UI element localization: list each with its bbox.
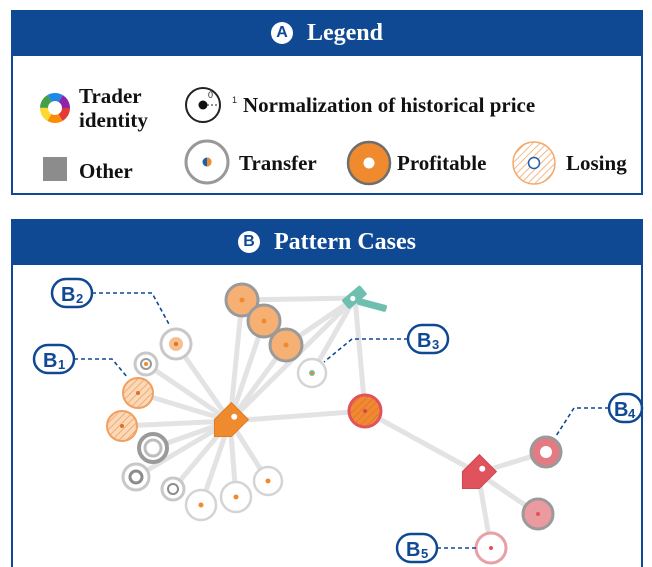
callout-b1: B 1	[32, 343, 76, 375]
legend-panel: Trader identity Other 0 1 Normalization …	[11, 56, 643, 195]
callout-b4: B 4	[607, 392, 644, 424]
profitable-label: Profitable	[397, 151, 487, 175]
callout-b3-letter: B	[417, 330, 431, 352]
callout-b4-number: 4	[628, 406, 636, 421]
profitable-icon	[346, 140, 392, 186]
cases-badge: B	[238, 231, 261, 253]
callout-b5-letter: B	[406, 539, 420, 561]
color-wheel-icon	[40, 93, 70, 123]
callout-b4-letter: B	[614, 399, 628, 421]
teal-trader-hammer-icon	[342, 285, 388, 312]
legend-badge: A	[270, 22, 293, 44]
cases-banner: B Pattern Cases	[11, 219, 643, 265]
callout-leaders	[74, 292, 609, 549]
trader-identity-label: Trader identity	[79, 84, 148, 132]
normalization-icon: 0 1	[185, 87, 237, 123]
transfer-label: Transfer	[239, 151, 317, 175]
other-label: Other	[79, 159, 133, 183]
normalization-min: 0	[208, 90, 213, 100]
callout-b5: B 5	[395, 532, 439, 564]
pattern-cases-panel	[11, 265, 643, 567]
normalization-label: Normalization of historical price	[243, 93, 536, 117]
transfer-icon	[184, 139, 230, 185]
normalization-max: 1	[232, 95, 237, 105]
trader-identity-line2: identity	[79, 108, 148, 132]
losing-label: Losing	[566, 151, 627, 175]
red-trader-tag-icon	[461, 453, 498, 490]
callout-b2-letter: B	[61, 284, 75, 306]
profitable-nodes	[224, 282, 304, 363]
callout-b3: B 3	[406, 323, 450, 355]
callout-b5-number: 5	[421, 546, 428, 561]
callout-b3-number: 3	[432, 337, 439, 352]
cases-title: Pattern Cases	[274, 228, 416, 255]
losing-icon	[512, 141, 556, 185]
callout-b1-number: 1	[58, 357, 65, 372]
callout-b2-number: 2	[76, 291, 83, 306]
trader-identity-line1: Trader	[79, 84, 142, 108]
callout-b2: B 2	[50, 277, 94, 309]
callout-b1-letter: B	[43, 350, 57, 372]
other-swatch-icon	[43, 157, 67, 181]
orange-trader-tag-icon	[213, 401, 250, 438]
legend-title: Legend	[306, 19, 383, 46]
legend-banner: A Legend	[11, 10, 643, 56]
